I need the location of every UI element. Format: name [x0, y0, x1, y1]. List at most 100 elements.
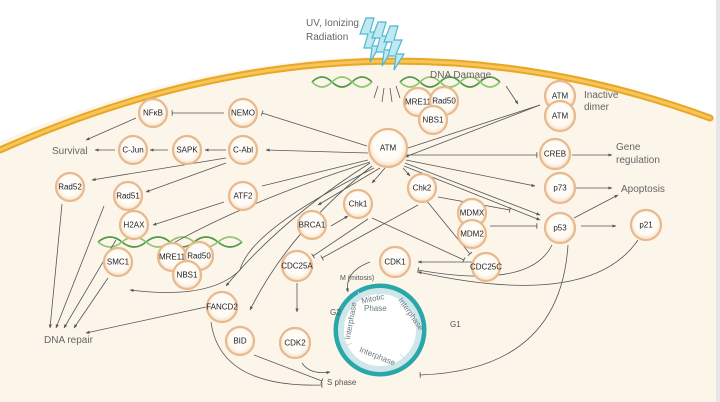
edge — [145, 162, 227, 193]
node-label: MRE11 — [159, 253, 186, 262]
mitotic-phase-label-line2: Phase — [364, 304, 387, 313]
node-cjun: C-Jun — [117, 134, 149, 166]
edge — [265, 148, 369, 154]
node-smc1: SMC1 — [102, 246, 134, 278]
node-label: Rad52 — [58, 183, 82, 192]
node-p21: p21 — [629, 208, 663, 242]
node-circle — [227, 134, 259, 166]
node-rad52: Rad52 — [54, 171, 86, 203]
node-circle — [227, 180, 259, 212]
node-circle — [224, 325, 256, 357]
inactive-dimer-label-line1: Inactive — [584, 90, 619, 101]
node-circle — [538, 137, 572, 171]
node-circle — [117, 134, 149, 166]
node-rad51: Rad51 — [112, 180, 144, 212]
node-nemo: NEMO — [227, 97, 259, 129]
edge — [404, 104, 541, 158]
stimulus-label-line2: Radiation — [306, 32, 348, 43]
dna-helix-top — [311, 76, 501, 103]
node-label: Chk1 — [349, 200, 368, 209]
dna-helix-lower — [97, 236, 243, 248]
g2-label: G2 — [330, 308, 341, 317]
node-label: ATM — [552, 92, 569, 101]
node-circle — [171, 259, 203, 291]
dna-damage-label: DNA Damage — [430, 70, 492, 81]
edge — [317, 167, 381, 206]
edge — [573, 194, 619, 219]
node-circle — [543, 171, 577, 205]
node-cdk2: CDK2 — [278, 326, 312, 360]
node-nbs1-low: NBS1 — [171, 259, 203, 291]
node-circle — [205, 290, 239, 324]
edge — [371, 217, 466, 263]
edge — [129, 167, 375, 293]
node-label: CDC25A — [281, 262, 313, 271]
node-fancd2: FANCD2 — [205, 290, 239, 324]
edge — [371, 167, 386, 184]
node-circle — [543, 211, 577, 245]
node-nfkb: NFκB — [137, 97, 169, 129]
node-circle — [342, 188, 374, 220]
edge — [85, 306, 207, 334]
node-label: Rad50 — [187, 252, 211, 261]
node-atf2: ATF2 — [227, 180, 259, 212]
edge — [417, 244, 553, 277]
node-label: C-Abl — [233, 146, 253, 155]
node-label: MDMX — [460, 209, 485, 218]
node-label: CDK2 — [284, 339, 306, 348]
edge — [330, 215, 349, 227]
node-label: MRE11 — [405, 98, 432, 107]
node-label: p21 — [639, 221, 653, 230]
node-label: ATF2 — [234, 192, 254, 201]
edge — [311, 218, 369, 259]
node-label: CDK1 — [384, 258, 406, 267]
edge — [261, 159, 369, 187]
dna-repair-label: DNA repair — [44, 335, 94, 346]
edge — [345, 261, 371, 293]
node-circle — [367, 127, 409, 169]
node-label: C-Jun — [122, 146, 143, 155]
node-p73: p73 — [543, 171, 577, 205]
node-circle — [470, 251, 502, 283]
node-brca1: BRCA1 — [296, 209, 328, 241]
node-circle — [543, 99, 577, 133]
gene-regulation-label-line2: regulation — [616, 155, 660, 166]
node-bid: BID — [224, 325, 256, 357]
edge — [169, 161, 371, 246]
node-circle — [417, 104, 449, 136]
edge — [85, 117, 137, 141]
gene-regulation-label-line1: Gene — [616, 142, 641, 153]
node-label: ATM — [380, 144, 397, 153]
edge — [402, 167, 411, 177]
node-label: MDM2 — [460, 230, 484, 239]
node-atm-center: ATM — [367, 127, 409, 169]
node-label: ATM — [552, 112, 569, 121]
node-label: Chk2 — [413, 184, 432, 193]
edge — [55, 205, 105, 329]
cell-cycle-ring — [333, 283, 427, 377]
edge — [301, 362, 331, 375]
node-label: CDC25C — [470, 263, 502, 272]
node-chk1: Chk1 — [342, 188, 374, 220]
inactive-dimer-label-line2: dimer — [584, 102, 610, 113]
node-label: NEMO — [231, 109, 255, 118]
node-circle — [296, 209, 328, 241]
node-circle — [112, 180, 144, 212]
node-cdc25c: CDC25C — [470, 251, 502, 283]
node-label: H2AX — [124, 221, 146, 230]
node-label: CREB — [544, 150, 566, 159]
node-label: SAPK — [176, 146, 198, 155]
edge — [320, 204, 419, 261]
edge — [73, 277, 109, 329]
node-circle — [456, 218, 488, 250]
node-label: Rad50 — [432, 97, 456, 106]
edge — [91, 157, 227, 181]
radiation-lightning-icon — [359, 17, 406, 71]
node-creb: CREB — [538, 137, 572, 171]
node-circle — [227, 97, 259, 129]
node-circle — [54, 171, 86, 203]
node-circle — [171, 134, 203, 166]
